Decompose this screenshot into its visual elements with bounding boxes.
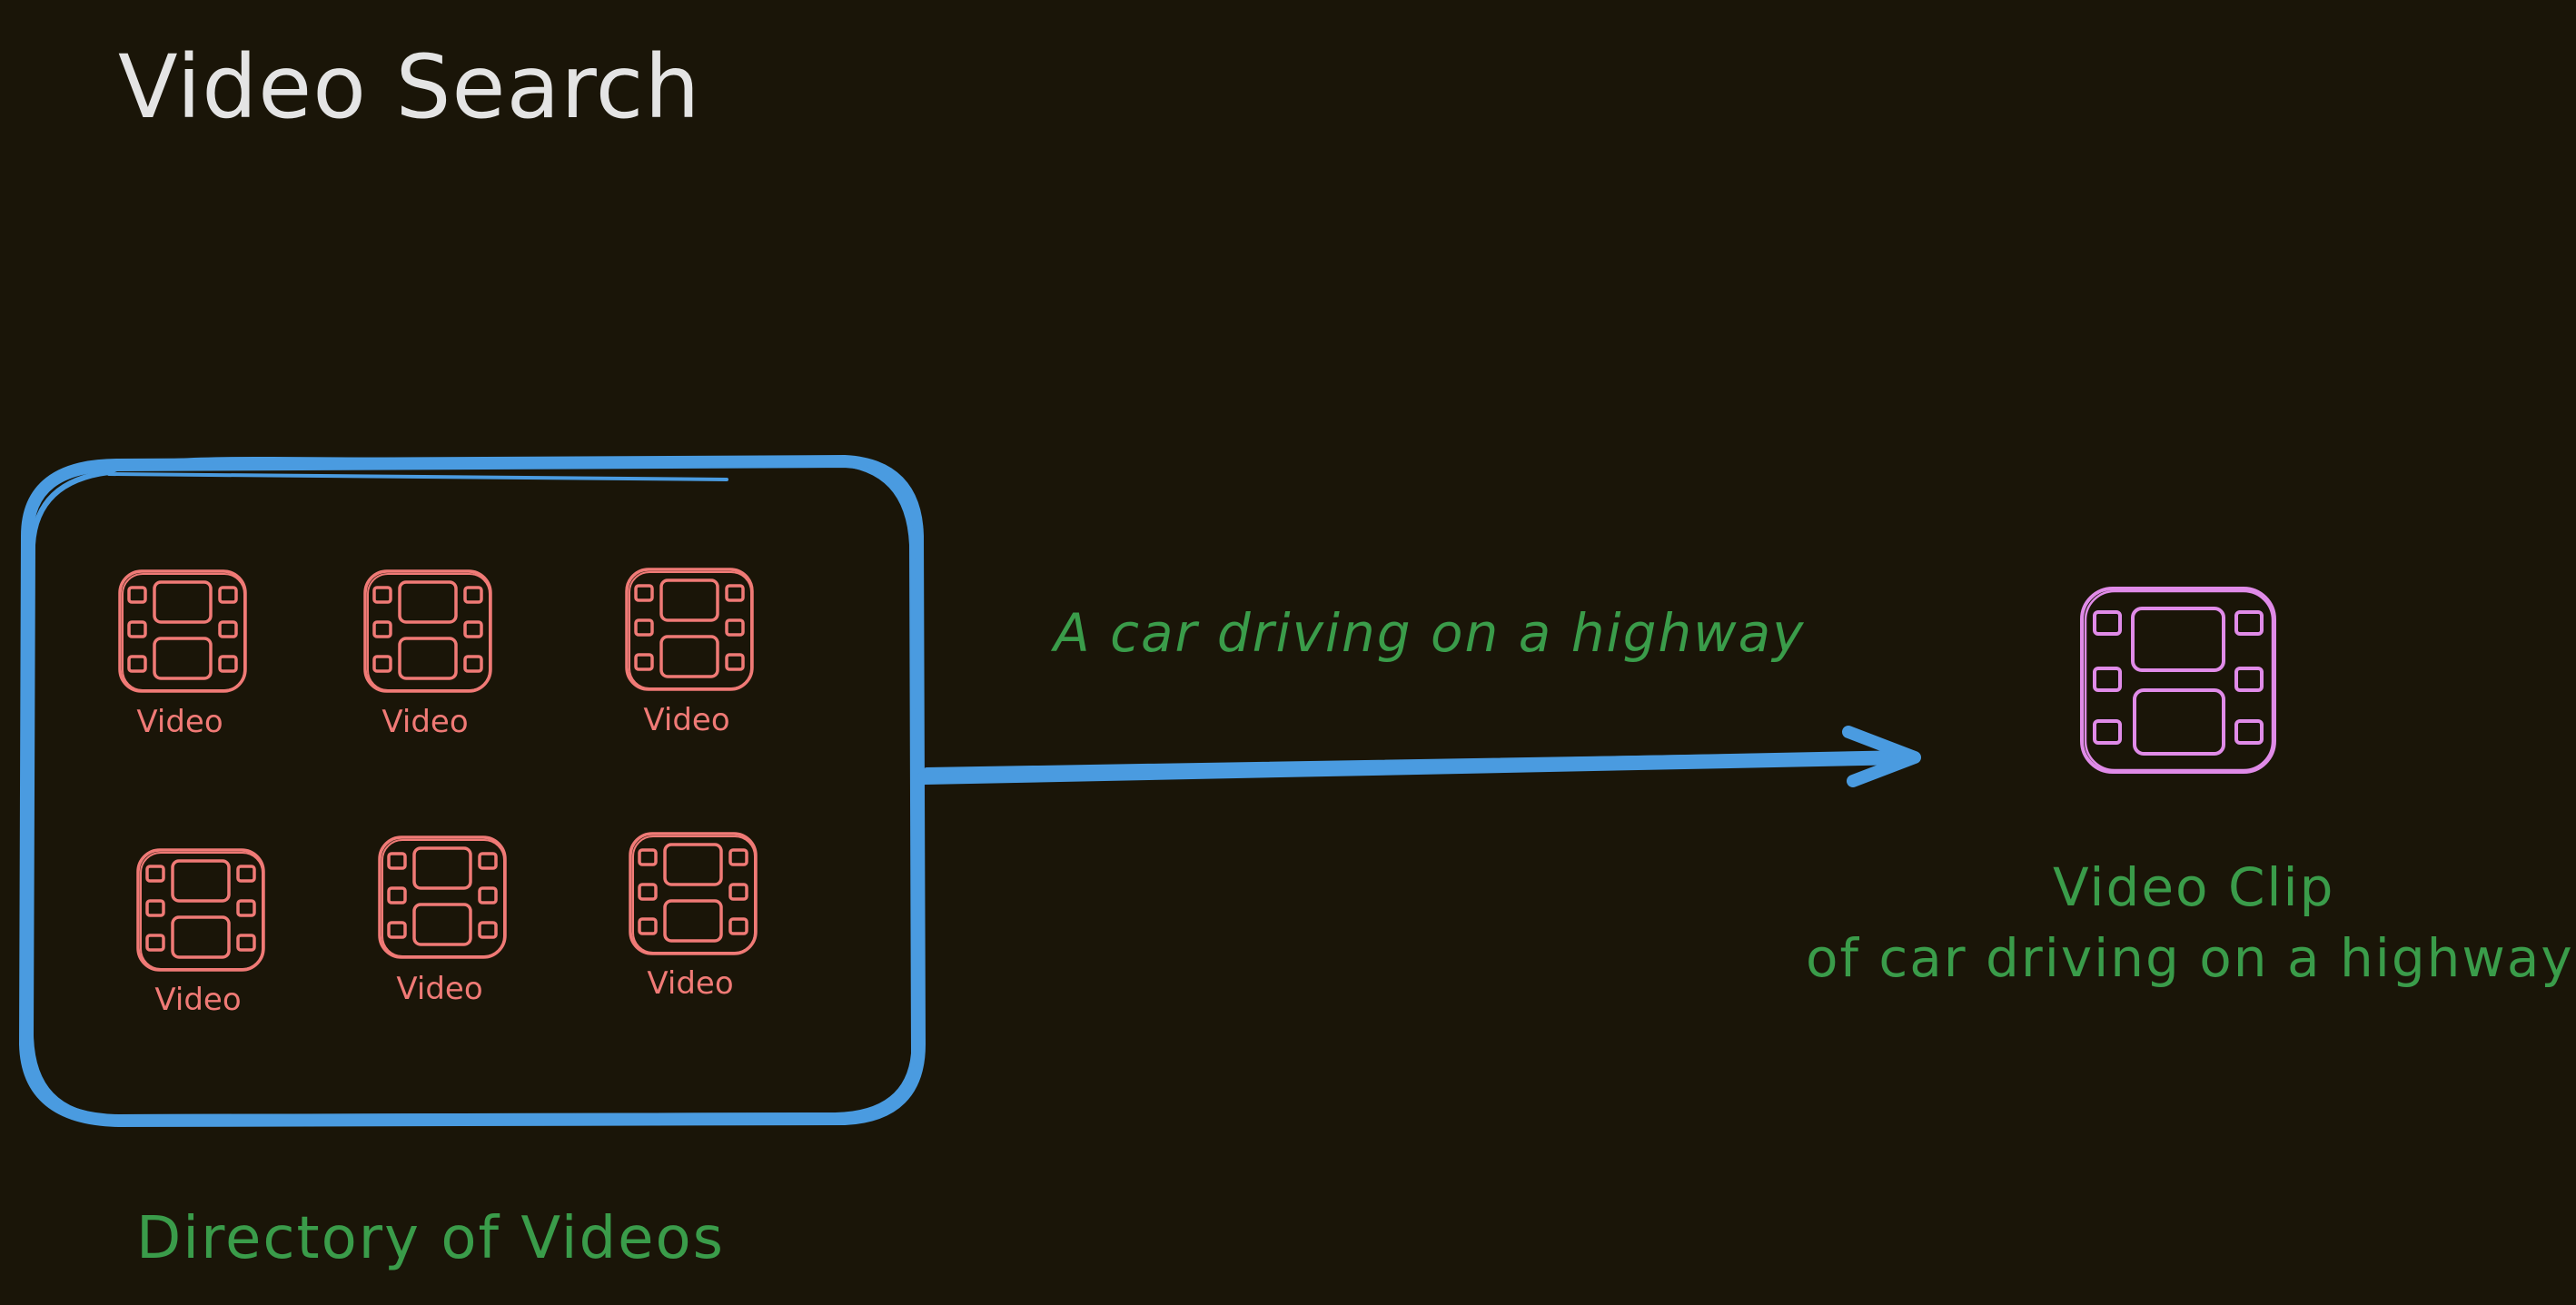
result-title: Video Clip (2053, 856, 2335, 918)
directory-frame (19, 455, 926, 1127)
video-label: Video (136, 704, 223, 740)
search-arrow (917, 726, 1921, 787)
video-label: Video (647, 965, 734, 1002)
video-label: Video (396, 971, 483, 1007)
film-icon (625, 568, 754, 691)
film-icon (136, 848, 265, 972)
film-icon (363, 569, 492, 693)
directory-label: Directory of Videos (136, 1205, 725, 1272)
film-icon (2080, 587, 2276, 774)
result-subtitle: of car driving on a highway (1806, 927, 2574, 989)
video-label: Video (154, 982, 242, 1018)
video-label: Video (381, 704, 469, 740)
film-icon (629, 832, 758, 955)
page-title: Video Search (118, 36, 701, 138)
film-icon (378, 835, 507, 959)
film-icon (118, 569, 247, 693)
video-label: Video (643, 702, 730, 738)
search-query-text: A car driving on a highway (1054, 602, 1806, 664)
